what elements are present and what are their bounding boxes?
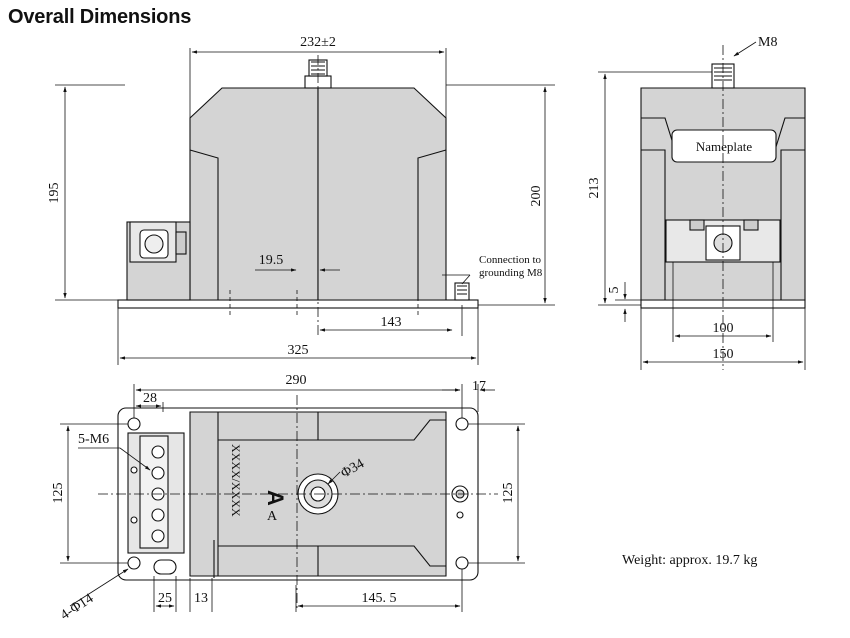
dim-19-5: 19.5 bbox=[259, 253, 284, 268]
page-title: Overall Dimensions bbox=[8, 6, 192, 28]
dim-28: 28 bbox=[143, 391, 157, 406]
mark-a-small: A bbox=[267, 509, 278, 524]
dim-125-right: 125 bbox=[501, 483, 516, 504]
dim-17: 17 bbox=[472, 379, 486, 394]
top-view bbox=[98, 395, 498, 610]
serial-number: XXXX/XXXX bbox=[229, 444, 243, 517]
side-view-dimensions bbox=[598, 41, 806, 370]
dim-290: 290 bbox=[286, 373, 307, 388]
side-view bbox=[640, 45, 806, 370]
dim-195: 195 bbox=[47, 183, 62, 204]
top-view-dimensions bbox=[60, 384, 525, 612]
dim-13: 13 bbox=[194, 591, 208, 606]
dim-325: 325 bbox=[288, 343, 309, 358]
mark-a-large: A bbox=[263, 490, 288, 506]
dim-200: 200 bbox=[529, 186, 544, 207]
nameplate-label: Nameplate bbox=[696, 139, 753, 154]
dim-150: 150 bbox=[713, 347, 734, 362]
dim-25: 25 bbox=[158, 591, 172, 606]
bolt-m8: M8 bbox=[758, 35, 777, 50]
front-view bbox=[117, 55, 479, 335]
dim-232: 232±2 bbox=[300, 35, 336, 50]
front-view-dimensions bbox=[55, 48, 555, 365]
dim-213: 213 bbox=[587, 178, 602, 199]
dim-100: 100 bbox=[713, 321, 734, 336]
weight-note: Weight: approx. 19.7 kg bbox=[622, 553, 757, 568]
dim-143: 143 bbox=[381, 315, 402, 330]
connection-note-line1: Connection to bbox=[479, 254, 542, 266]
connection-note-line2: grounding M8 bbox=[479, 267, 543, 279]
holes-4-phi14: 4-Φ14 bbox=[58, 591, 96, 623]
dim-5: 5 bbox=[607, 287, 622, 294]
terminals-5-m6: 5-M6 bbox=[78, 432, 109, 447]
dim-125-left: 125 bbox=[51, 483, 66, 504]
dim-145-5: 145. 5 bbox=[362, 591, 397, 606]
